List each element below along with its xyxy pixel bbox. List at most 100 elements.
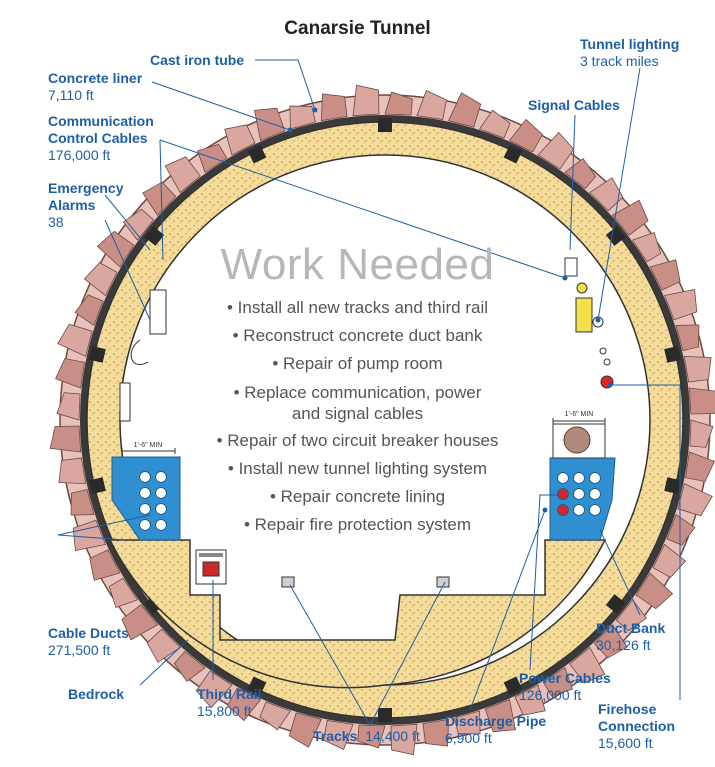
dimension-right <box>552 418 606 459</box>
rock-chunk <box>259 701 292 731</box>
label-signal-cables: Signal Cables <box>528 97 620 113</box>
duct-conduit <box>589 504 601 516</box>
rock-chunk <box>288 712 322 748</box>
segment-joint <box>605 594 626 614</box>
label-power-cables: Power Cables 126,000 ft <box>519 670 611 703</box>
rock-chunk <box>508 118 543 153</box>
label-tracks: Tracks 14,400 ft <box>313 728 420 744</box>
rock-chunk <box>146 628 181 663</box>
rock-chunk <box>589 177 624 212</box>
work-item: and signal cables <box>291 404 424 423</box>
rock-chunk <box>55 358 85 389</box>
rock-chunk <box>675 324 700 351</box>
dimension-left-text: 1'-6" MIN <box>134 442 163 449</box>
rock-chunk <box>122 208 155 241</box>
label-communication-control-cables: Communication Control Cables 176,000 ft <box>48 113 154 163</box>
label-bedrock: Bedrock <box>68 686 125 702</box>
rock-chunk <box>593 624 628 659</box>
segment-joint <box>664 477 681 495</box>
rock-chunk <box>227 687 262 722</box>
work-item: • Repair fire protection system <box>243 515 472 534</box>
label-cable-ducts: Cable Ducts 271,500 ft <box>48 625 129 658</box>
rock-chunk <box>689 419 714 448</box>
segment-joint <box>378 118 392 132</box>
rock-chunk <box>289 105 316 130</box>
rock-chunk <box>352 84 380 117</box>
third-rail <box>195 549 227 585</box>
rock-chunk <box>564 157 597 190</box>
label-cast-iron-tube: Cast iron tube <box>150 52 245 68</box>
leader-lines <box>57 59 681 726</box>
segment-joint <box>503 144 523 164</box>
leader-dot-comm <box>562 275 568 281</box>
duct-conduit <box>589 488 601 500</box>
work-item: • Repair of pump room <box>272 354 443 373</box>
rock-chunk <box>635 572 674 610</box>
work-item: • Replace communication, power <box>233 383 482 402</box>
rock-chunk <box>683 355 712 383</box>
work-needed-heading: Work Needed <box>220 240 495 289</box>
rock-chunk <box>74 294 104 327</box>
segment-joint <box>664 345 681 363</box>
work-item: • Repair of two circuit breaker houses <box>216 431 499 450</box>
rock-chunk <box>72 519 107 551</box>
rock-chunk <box>96 230 135 268</box>
rock-chunk <box>357 724 386 749</box>
leader-dot-firehose <box>607 382 613 388</box>
leader-dot-lighting <box>595 317 601 323</box>
rock-chunk <box>70 489 95 516</box>
duct-conduit <box>573 472 585 484</box>
signal-equipment <box>564 257 614 389</box>
duct-conduit <box>139 519 151 531</box>
work-item: • Install all new tracks and third rail <box>226 298 489 317</box>
rock-chunk <box>58 457 87 485</box>
duct-conduit <box>155 503 167 515</box>
duct-conduit <box>589 472 601 484</box>
bedrock-chunks <box>49 84 715 756</box>
duct-conduit <box>155 471 167 483</box>
duct-bank <box>549 457 616 541</box>
dimension-right-text: 1'-6" MIN <box>565 411 594 418</box>
rock-chunk <box>121 604 159 641</box>
segment-joint <box>247 676 267 696</box>
rock-chunk <box>685 451 715 482</box>
rock-chunk <box>631 232 662 263</box>
rock-chunk <box>56 392 81 421</box>
diagram-title: Canarsie Tunnel <box>284 18 431 39</box>
duct-conduit <box>139 471 151 483</box>
duct-conduit <box>573 488 585 500</box>
segment-joint <box>378 708 392 722</box>
work-item: • Repair concrete lining <box>269 487 446 506</box>
work-item: • Install new tunnel lighting system <box>227 459 488 478</box>
discharge-pipe <box>563 426 591 454</box>
segment-joint <box>247 144 267 164</box>
work-item: • Reconstruct concrete duct bank <box>232 326 483 345</box>
rock-chunk <box>142 181 177 216</box>
work-needed-panel: Work Needed • Install all new tracks and… <box>0 240 715 539</box>
rock-chunk <box>224 124 256 156</box>
rock-chunk <box>514 684 546 716</box>
rock-chunk <box>611 199 649 236</box>
rock-chunk <box>542 666 573 697</box>
rock-chunk <box>89 549 121 581</box>
rock-chunk <box>320 93 348 122</box>
rock-chunk <box>666 513 696 546</box>
rock-chunk <box>57 323 93 357</box>
rock-chunk <box>173 650 206 683</box>
label-emergency-alarms: Emergency Alarms 38 <box>48 180 124 230</box>
label-concrete-liner: Concrete liner 7,110 ft <box>48 70 143 103</box>
communication-cabinet <box>119 289 167 422</box>
leader-dot-concrete <box>287 127 293 133</box>
rock-chunk <box>454 710 481 735</box>
rock-chunk <box>254 107 286 142</box>
track-rails <box>281 576 450 588</box>
rock-chunk <box>615 599 648 632</box>
leader-dot-discharge <box>542 507 548 513</box>
duct-conduit <box>155 519 167 531</box>
label-firehose-connection: Firehose Connection 15,600 ft <box>598 701 675 751</box>
rock-chunk <box>448 92 482 128</box>
rock-chunk <box>197 143 228 174</box>
label-tunnel-lighting: Tunnel lighting 3 track miles <box>580 36 680 69</box>
rock-chunk <box>164 156 201 194</box>
rock-chunk <box>478 109 511 139</box>
